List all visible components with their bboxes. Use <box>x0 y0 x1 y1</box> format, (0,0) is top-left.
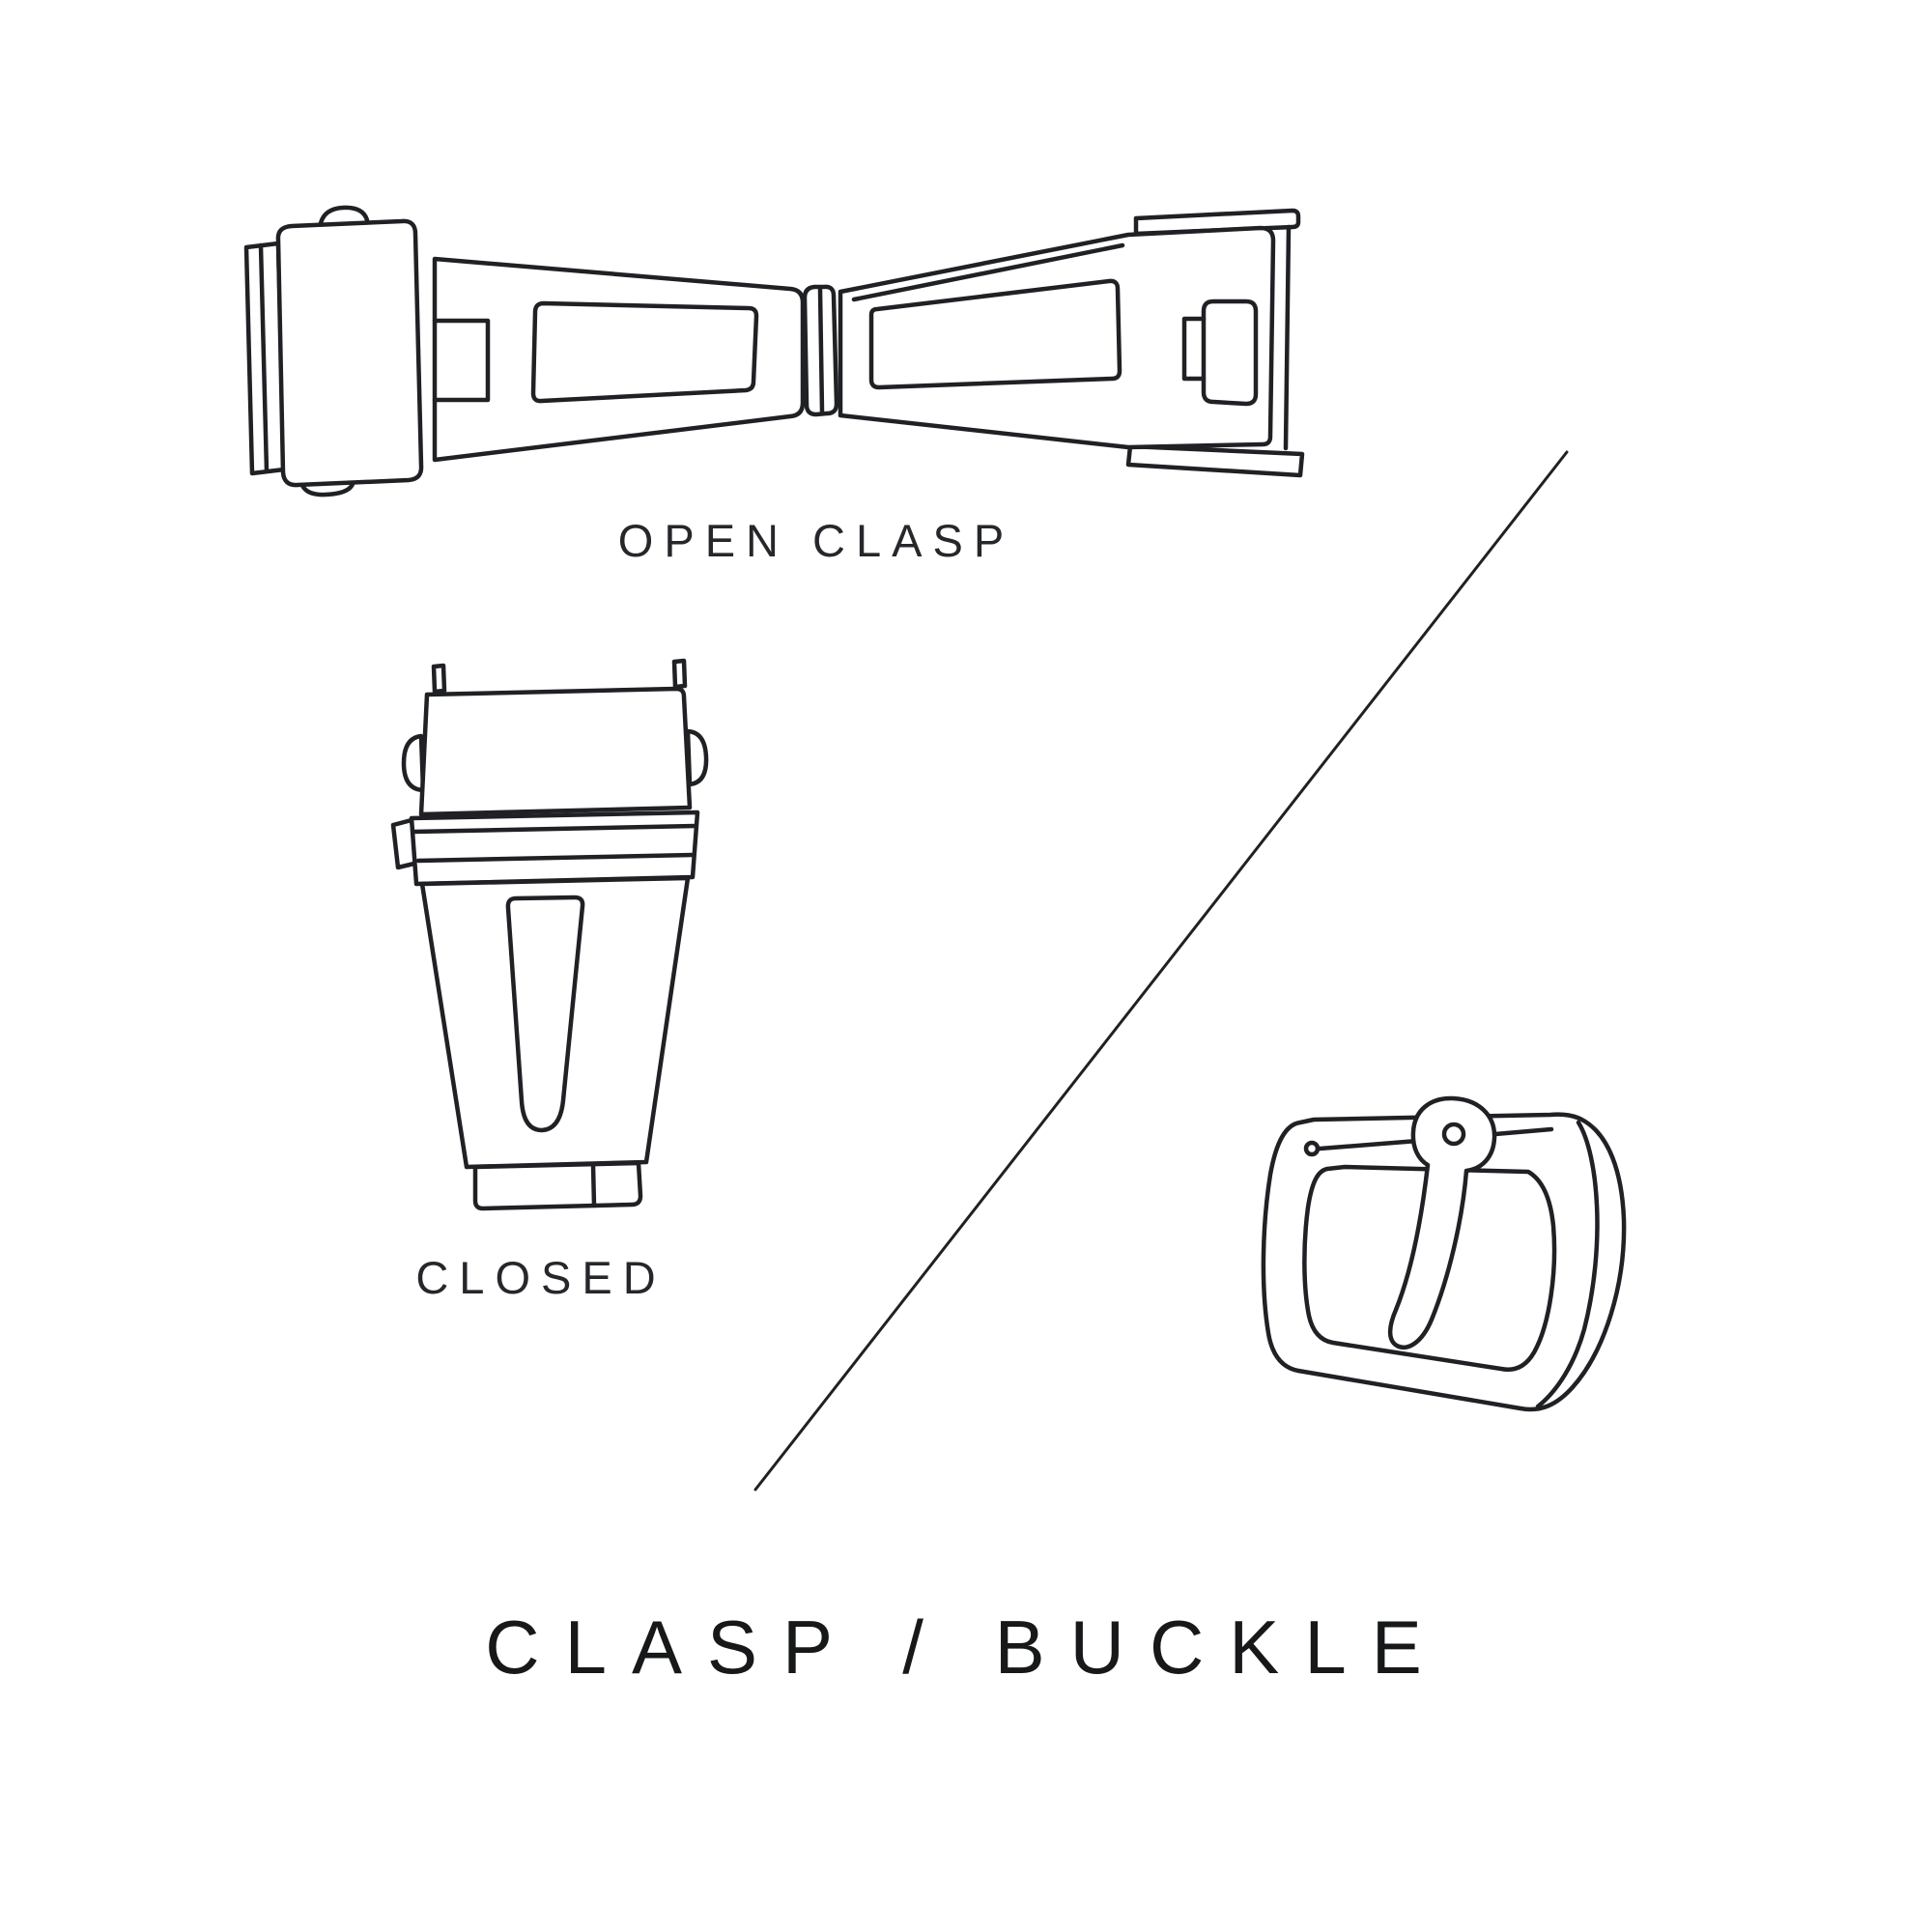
buckle-drawing <box>1261 1095 1627 1412</box>
open-clasp-label: OPEN CLASP <box>617 515 1015 566</box>
open-clasp-drawing <box>243 205 1305 497</box>
closed-clasp-drawing <box>390 658 709 1211</box>
closed-clasp-label: CLOSED <box>415 1252 667 1303</box>
divider-line <box>753 450 1569 1492</box>
diagram-title: CLASP / BUCKLE <box>485 1605 1447 1690</box>
